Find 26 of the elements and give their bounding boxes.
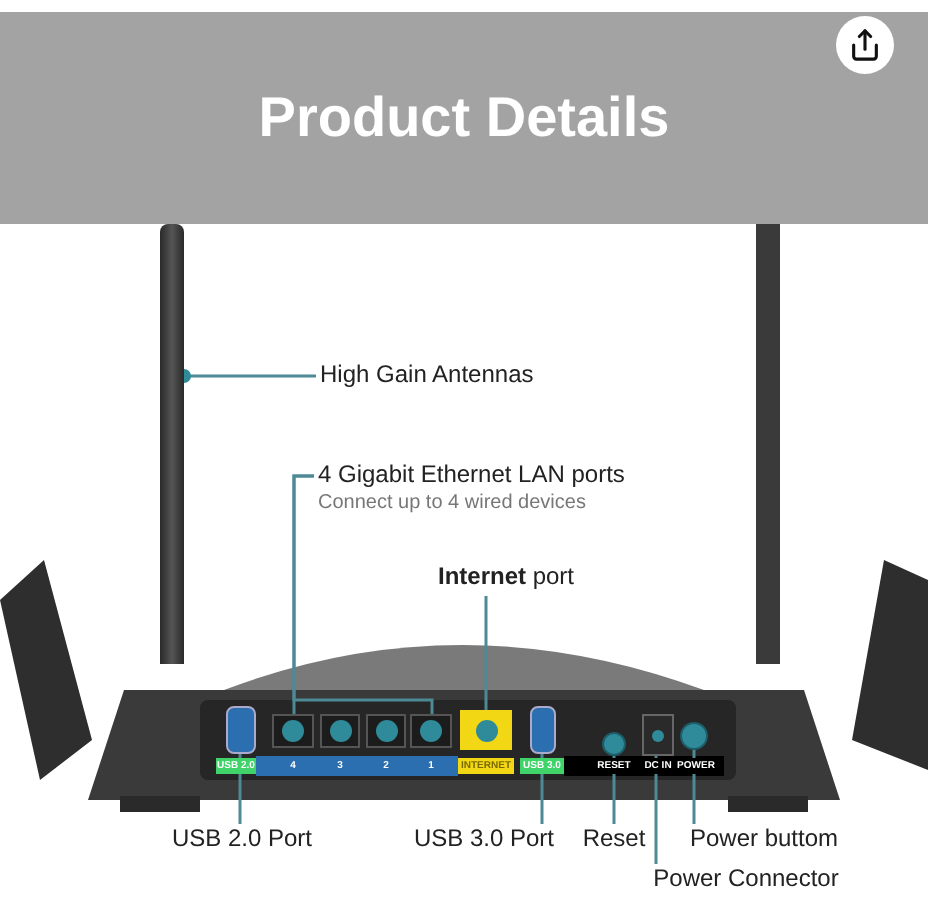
callout-subtext: Connect up to 4 wired devices [316, 490, 588, 516]
callout-label: Reset [578, 824, 650, 856]
ethernet-port [410, 714, 452, 748]
leader-line [292, 474, 434, 714]
leader-line [654, 756, 658, 864]
leader-line [612, 756, 616, 824]
leader-line [692, 750, 696, 824]
callout-label: Internet port [424, 562, 588, 596]
usb-port [530, 706, 556, 754]
ethernet-port [366, 714, 406, 748]
usb-port [226, 706, 256, 754]
power-jack [642, 714, 674, 756]
ethernet-port [460, 710, 512, 750]
callout-label: Power buttom [682, 824, 846, 856]
callout-label: USB 3.0 Port [408, 824, 560, 856]
antenna [160, 224, 184, 664]
callout-heading: 4 Gigabit Ethernet LAN ports [316, 460, 627, 490]
ethernet-port [320, 714, 360, 748]
leader-line [540, 754, 544, 824]
ethernet-port [272, 714, 314, 748]
callout-label: USB 2.0 Port [164, 824, 320, 856]
leader-line [484, 596, 488, 710]
title: Product Details [258, 84, 670, 152]
leader-line [238, 754, 242, 824]
callout-label: High Gain Antennas [316, 360, 616, 392]
callout-label: Power Connector [646, 864, 846, 896]
